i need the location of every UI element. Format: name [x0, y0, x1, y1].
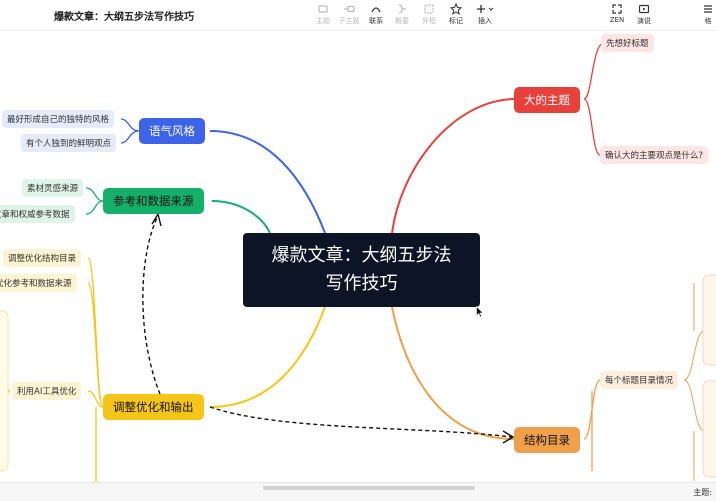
leaf-authority-data[interactable]: 文章和权威参考数据: [0, 205, 75, 223]
toolbar-label: 主题: [316, 17, 330, 25]
central-topic[interactable]: 爆款文章：大纲五步法 写作技巧: [243, 233, 480, 307]
branch-adjust[interactable]: 调整优化和输出: [103, 394, 204, 420]
star-icon: [450, 3, 462, 15]
mindmap-connectors: [0, 42, 716, 482]
mouse-cursor-icon: [476, 306, 484, 318]
branch-references[interactable]: 参考和数据来源: [103, 188, 204, 214]
central-topic-line2: 写作技巧: [325, 273, 398, 294]
leaf-material-source[interactable]: 素材灵感来源: [22, 179, 84, 197]
toolbar-topic-button[interactable]: 主题: [306, 3, 340, 26]
theme-label[interactable]: 主题:: [693, 488, 712, 497]
toolbar-relation-button[interactable]: 联系: [359, 3, 393, 26]
relation-icon: [371, 7, 381, 13]
leaf-optimize-references[interactable]: 优化参考和数据来源: [0, 274, 77, 292]
branch-big-topic[interactable]: 大的主题: [514, 87, 580, 113]
document-title: 爆款文章：大纲五步法写作技巧: [54, 12, 194, 23]
plus-icon: [477, 5, 494, 13]
toolbar-boundary-button[interactable]: 外框: [412, 3, 446, 26]
format-icon: [704, 5, 712, 13]
mindmap-canvas[interactable]: 爆款文章：大纲五步法 写作技巧 大的主题 先想好标题 确认大的主要观点是什么? …: [0, 31, 716, 482]
play-icon: [638, 4, 650, 14]
topic-icon: [318, 5, 328, 13]
toolbar-format-button[interactable]: 格: [697, 3, 716, 26]
toolbar-label: 插入: [478, 17, 492, 25]
branch-structure[interactable]: 结构目录: [514, 427, 580, 453]
leaf-title-directory[interactable]: 每个标题目录情况: [600, 371, 679, 389]
leaf-ai-tools[interactable]: 利用AI工具优化: [12, 382, 82, 400]
toolbar-label: ZEN: [609, 16, 625, 24]
summary-icon: [398, 4, 406, 14]
toolbar-insert-button[interactable]: 插入: [468, 3, 502, 26]
bottom-status-bar: 主题:: [0, 482, 716, 501]
toolbar-label: 子主题: [338, 17, 360, 25]
fullscreen-icon: [612, 4, 622, 14]
branch-tone[interactable]: 语气风格: [139, 118, 205, 144]
leaf-unique-style[interactable]: 最好形成自己的独特的风格: [2, 110, 115, 128]
toolbar-present-button[interactable]: 演说: [627, 3, 661, 26]
toolbar-label: 标记: [449, 17, 463, 25]
toolbar-label: 联系: [369, 17, 383, 25]
leaf-think-title[interactable]: 先想好标题: [601, 34, 654, 52]
boundary-icon: [424, 4, 434, 14]
toolbar-label: 格: [704, 17, 712, 25]
horizontal-scrollbar[interactable]: [263, 486, 475, 490]
top-toolbar: 爆款文章：大纲五步法写作技巧 主题 子主题 联系 概要 外框 标记 插入 ZEN…: [0, 0, 716, 31]
toolbar-summary-button[interactable]: 概要: [385, 3, 419, 26]
leaf-adjust-structure[interactable]: 调整优化结构目录: [3, 249, 82, 267]
subtopic-icon: [344, 5, 355, 13]
toolbar-zen-button[interactable]: ZEN: [600, 3, 634, 24]
toolbar-marker-button[interactable]: 标记: [439, 3, 473, 26]
leaf-main-point[interactable]: 确认大的主要观点是什么?: [600, 146, 709, 164]
toolbar-label: 外框: [422, 17, 436, 25]
toolbar-subtopic-button[interactable]: 子主题: [332, 3, 366, 26]
central-topic-line1: 爆款文章：大纲五步法: [271, 245, 452, 266]
leaf-personal-view[interactable]: 有个人独到的鲜明观点: [21, 134, 117, 152]
toolbar-label: 概要: [395, 17, 409, 25]
toolbar-label: 演说: [637, 17, 651, 25]
